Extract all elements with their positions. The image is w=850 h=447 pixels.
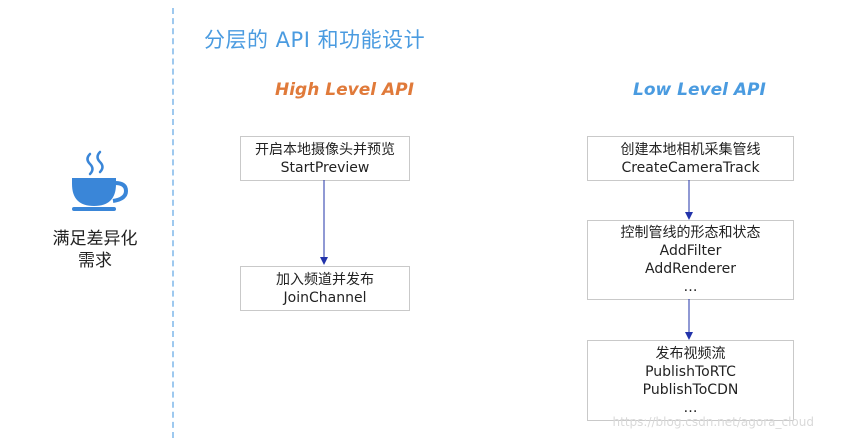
box-start-preview: 开启本地摄像头并预览 StartPreview [240, 136, 410, 181]
box-text: CreateCameraTrack [621, 159, 760, 176]
box-text: JoinChannel [283, 289, 367, 306]
box-text: AddRenderer [644, 261, 736, 277]
page-title: 分层的 API 和功能设计 [204, 28, 426, 52]
box-text: StartPreview [280, 159, 370, 176]
box-text: PublishToRTC [645, 363, 736, 380]
arrowhead-low-1 [685, 212, 693, 220]
watermark: https://blog.csdn.net/agora_cloud [612, 415, 814, 429]
box-text: 创建本地相机采集管线 [620, 141, 761, 158]
coffee-cup-icon [72, 150, 128, 211]
box-text: 发布视频流 [655, 345, 726, 362]
box-text: … [683, 399, 698, 416]
left-label-line-2: 需求 [78, 251, 112, 271]
left-label: 满足差异化 需求 [40, 228, 150, 272]
low-level-api-heading: Low Level API [633, 80, 766, 100]
box-text: … [683, 279, 698, 295]
box-text: 控制管线的形态和状态 [620, 225, 761, 241]
left-label-line-1: 满足差异化 [52, 229, 138, 249]
box-text: AddFilter [659, 243, 722, 259]
box-text: PublishToCDN [642, 381, 739, 398]
divider-line [172, 8, 174, 438]
box-text: 开启本地摄像头并预览 [255, 141, 395, 158]
box-publish-stream: 发布视频流 PublishToRTC PublishToCDN … [587, 340, 794, 421]
high-level-api-heading: High Level API [275, 80, 414, 100]
box-join-channel: 加入频道并发布 JoinChannel [240, 266, 410, 311]
box-create-camera-track: 创建本地相机采集管线 CreateCameraTrack [587, 136, 794, 181]
arrowhead-low-2 [685, 332, 693, 340]
arrowhead-high-1 [320, 257, 328, 265]
box-text: 加入频道并发布 [276, 271, 374, 288]
box-pipeline-control: 控制管线的形态和状态 AddFilter AddRenderer … [587, 220, 794, 300]
